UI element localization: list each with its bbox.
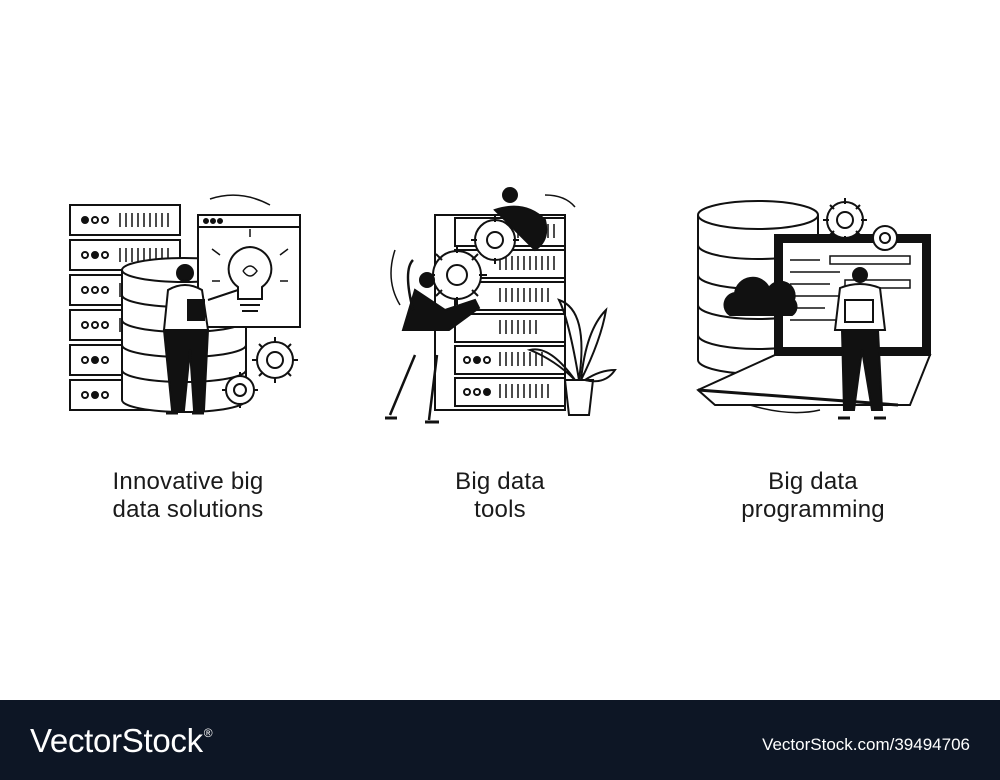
caption-line: Innovative big — [112, 468, 264, 495]
image-id: VectorStock.com/39494706 — [762, 735, 970, 754]
brand-logo: VectorStock® — [30, 722, 213, 760]
caption-innovative-big-data-solutions: Innovative big data solutions — [38, 468, 338, 524]
lightbulb-window-icon — [197, 194, 301, 328]
server-rack-with-gears-icon — [385, 187, 617, 424]
caption-big-data-programming: Big data programming — [663, 468, 963, 524]
server-rack-with-lightbulb-icon — [69, 194, 301, 415]
gear-icon — [222, 337, 298, 408]
gear-icon — [427, 216, 519, 305]
person-icon — [385, 187, 548, 424]
database-laptop-cloud-icon — [696, 198, 932, 420]
registered-mark: ® — [203, 726, 213, 740]
watermark-footer: VectorStock® VectorStock.com/39494706 — [0, 700, 1000, 780]
cloud-icon — [723, 276, 798, 316]
caption-line: Big data — [455, 468, 545, 495]
artwork-canvas: Innovative big data solutions Big data t… — [38, 187, 963, 524]
person-icon — [833, 267, 887, 420]
caption-line: data solutions — [112, 496, 264, 523]
plant-icon — [526, 298, 617, 416]
caption-big-data-tools: Big data tools — [350, 468, 650, 524]
person-icon — [162, 264, 239, 415]
brand-name: VectorStock — [30, 722, 203, 759]
caption-line: tools — [474, 496, 526, 523]
gear-icon — [823, 198, 898, 251]
caption-line: Big data — [768, 468, 858, 495]
caption-line: programming — [741, 496, 885, 523]
